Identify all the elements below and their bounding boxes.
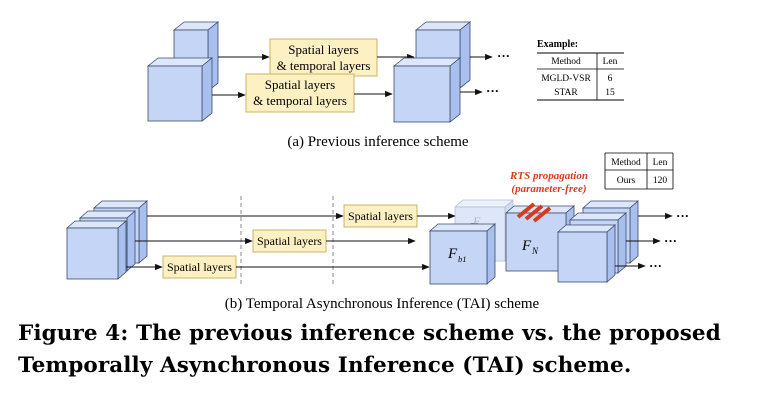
table-cell: MGLD-VSR: [541, 74, 591, 84]
output-cube-front-a: [392, 57, 462, 123]
fb1-label: F: [447, 246, 458, 262]
table-cell: 6: [608, 74, 613, 84]
output-cube-front-b: [556, 224, 617, 283]
panel-b: Spatial layers Spatial layers Spatial la…: [65, 152, 689, 312]
rts-propagation-arrows: [516, 202, 552, 223]
box-label-line2: & temporal layers: [277, 58, 371, 73]
fn-label: F: [521, 238, 532, 254]
example-table: Example: Method Len MGLD-VSR 6 STAR 15: [537, 39, 624, 101]
panel-a: Spatial layers & temporal layers Spatial…: [146, 21, 624, 150]
table-cell: STAR: [554, 88, 578, 98]
spatial-layers-box-2: Spatial layers: [252, 229, 327, 253]
fb2-ghost-label: F: [472, 214, 481, 228]
spatial-temporal-box-bottom: Spatial layers & temporal layers: [245, 73, 355, 113]
figure-caption-line2: Temporally Asynchronous Inference (TAI) …: [18, 353, 632, 378]
ellipsis: ···: [486, 83, 499, 98]
ellipsis: ···: [497, 48, 510, 63]
spatial-layers-label: Spatial layers: [348, 209, 413, 223]
fb1-cube: [428, 223, 497, 285]
spatial-temporal-box-top: Spatial layers & temporal layers: [269, 38, 378, 77]
table-cell: 15: [605, 88, 615, 98]
table-header-len: Len: [603, 57, 618, 67]
fb1-subscript: b1: [458, 254, 467, 264]
rts-label-line1: RTS propagation: [509, 170, 588, 182]
spatial-layers-label: Spatial layers: [257, 234, 322, 248]
fn-subscript: N: [531, 246, 539, 256]
table-cell: 120: [653, 176, 668, 186]
spatial-layers-box-1: Spatial layers: [162, 255, 237, 279]
spatial-layers-label: Spatial layers: [167, 260, 232, 274]
rts-label-line2: (parameter-free): [511, 183, 586, 195]
example-title: Example:: [537, 39, 578, 50]
box-label-line1: Spatial layers: [265, 77, 335, 92]
box-label-line1: Spatial layers: [288, 42, 358, 57]
input-cube-front-b: [65, 220, 128, 280]
spatial-layers-box-3: Spatial layers: [343, 204, 418, 228]
figure-caption: Figure 4: The previous inference scheme …: [18, 318, 778, 382]
table-header-len: Len: [653, 158, 668, 168]
panel-b-caption: (b) Temporal Asynchronous Inference (TAI…: [225, 296, 540, 312]
box-label-line2: & temporal layers: [253, 93, 347, 108]
figure-caption-line1: Figure 4: The previous inference scheme …: [18, 321, 721, 346]
ellipsis: ···: [664, 233, 677, 248]
input-cube-front-a: [146, 57, 214, 122]
table-cell: Ours: [617, 176, 636, 186]
ours-table: Method Len Ours 120: [604, 152, 674, 190]
panel-a-caption: (a) Previous inference scheme: [287, 134, 469, 150]
table-header-method: Method: [611, 158, 641, 168]
ellipsis: ···: [676, 208, 689, 223]
table-header-method: Method: [551, 57, 581, 67]
ellipsis: ···: [649, 258, 662, 273]
